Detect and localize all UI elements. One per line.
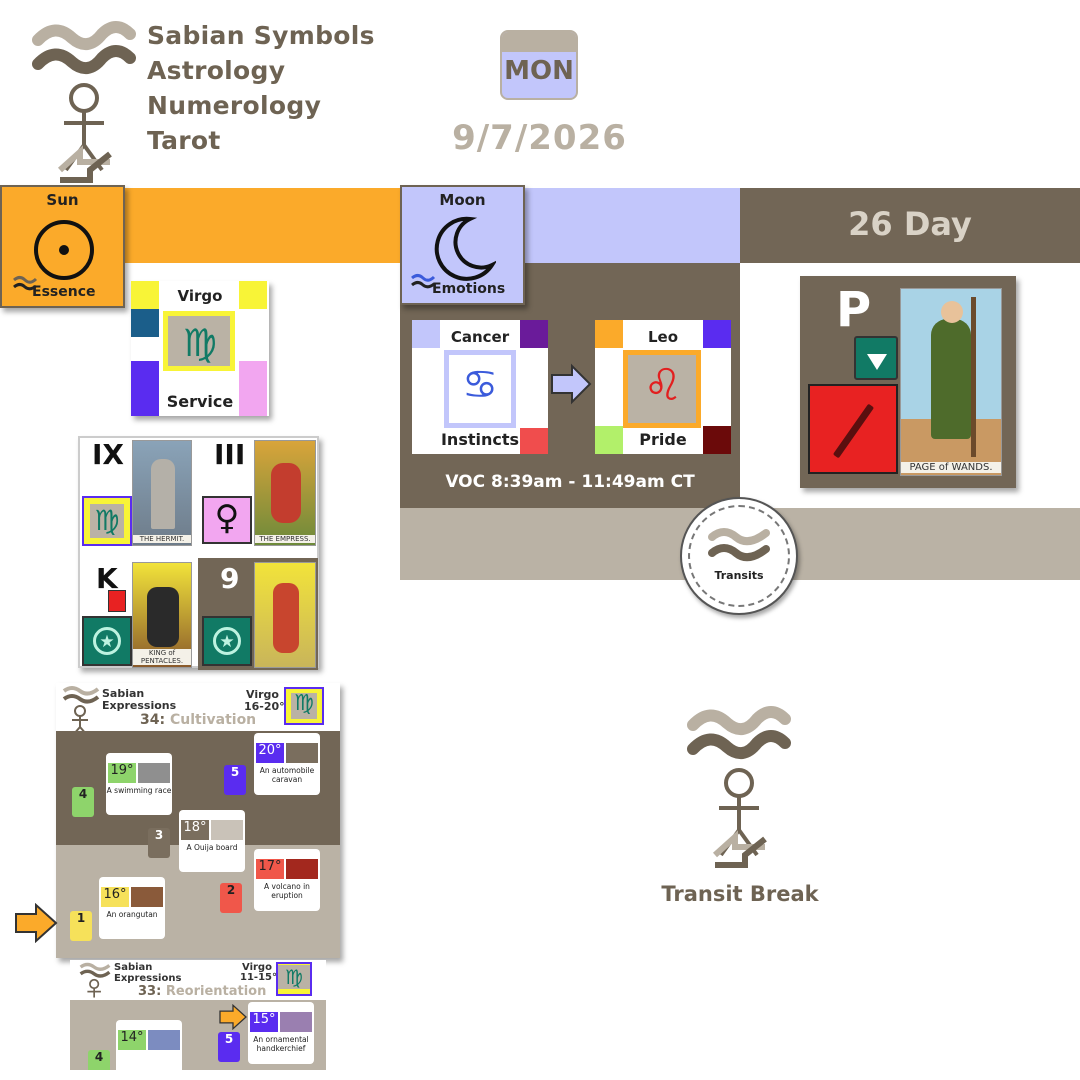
degree-card-17[interactable]: 17° A volcano in eruption	[254, 849, 320, 911]
title-numerology: Numerology	[147, 91, 322, 120]
day-number-label: 26 Day	[848, 205, 972, 243]
sabian-sign-tile-icon: ♍	[284, 687, 324, 725]
transits-wave-icon	[708, 528, 770, 562]
wand-icon	[808, 384, 898, 474]
degree-card-20[interactable]: 20° An automobile caravan	[254, 733, 320, 795]
app-logo	[32, 21, 136, 183]
tarot-numeral-3: III	[214, 438, 246, 471]
wave-icon	[13, 276, 38, 291]
voc-label: VOC 8:39am - 11:49am CT	[445, 472, 695, 492]
earth-tile-icon	[108, 590, 126, 612]
moon-from-keyword: Instincts	[440, 430, 520, 449]
sabian-sign: Virgo	[246, 688, 279, 701]
current-degree-arrow-icon	[15, 903, 58, 943]
sabian-logo-icon-2	[79, 962, 111, 998]
date-label: 9/7/2026	[452, 118, 627, 158]
moon-sign-from-card[interactable]: ♋ Cancer Instincts	[412, 320, 548, 454]
day-band	[740, 188, 1080, 263]
tarot-numeral-9: IX	[92, 438, 125, 471]
title-tarot: Tarot	[147, 126, 221, 155]
sun-icon	[34, 220, 94, 280]
transits-label: Transits	[714, 569, 764, 582]
arrow-right-icon	[551, 363, 592, 405]
sun-subtitle: Essence	[32, 284, 96, 300]
number-badge-4-b: 4	[88, 1050, 110, 1070]
sabian-logo-icon	[62, 686, 100, 736]
page-of-wands-card: PAGE of WANDS.	[900, 288, 1002, 476]
pentacle-icon: ★	[82, 616, 132, 666]
sun-sign-name: Virgo	[177, 287, 223, 305]
tarot-numeral-k: K	[96, 562, 118, 595]
tarot-numeral-nine: 9	[220, 562, 240, 595]
degree-card-19[interactable]: 19° A swimming race	[106, 753, 172, 815]
venus-tile-icon: ♀	[202, 496, 252, 544]
weekday-label: MON	[504, 56, 574, 86]
sabian-panel-2[interactable]: Sabian Expressions Virgo 11-15° ♍ 33: Re…	[70, 960, 326, 1070]
number-badge-4: 4	[72, 787, 94, 817]
moon-box[interactable]: Moon Emotions	[400, 185, 525, 305]
degree-card-18[interactable]: 18° A Ouija board	[179, 810, 245, 872]
nine-of-pentacles-card	[254, 562, 316, 668]
calendar-icon: MON	[500, 30, 578, 100]
degree-card-16[interactable]: 16° An orangutan	[99, 877, 165, 939]
sabian-heading-2: Sabian Expressions	[114, 962, 182, 984]
sabian-sign-tile-icon-2: ♍	[276, 962, 312, 996]
moon-from-sign: Cancer	[450, 328, 510, 346]
degree-card-14[interactable]: 14°	[116, 1020, 182, 1070]
empress-card: THE EMPRESS.	[254, 440, 316, 546]
sabian-range-2: 11-15°	[240, 972, 277, 983]
moon-to-keyword: Pride	[639, 430, 687, 449]
moon-icon	[434, 216, 496, 281]
number-badge-2: 2	[220, 883, 242, 913]
title-astrology: Astrology	[147, 56, 286, 85]
title-sabian: Sabian Symbols	[147, 21, 375, 50]
page-of-wands-caption: PAGE of WANDS.	[901, 462, 1001, 473]
leo-icon: ♌	[643, 360, 683, 411]
king-of-pentacles-card: KING of PENTACLES.	[132, 562, 192, 668]
moon-title: Moon	[439, 191, 486, 209]
moon-sign-to-card[interactable]: ♌ Leo Pride	[595, 320, 731, 454]
current-degree-arrow-icon-2	[219, 1004, 247, 1030]
day-letter: P	[836, 282, 872, 338]
day-card[interactable]: P PAGE of WANDS.	[800, 276, 1016, 488]
number-badge-1: 1	[70, 911, 92, 941]
transit-break-label: Transit Break	[661, 882, 819, 906]
transits-button[interactable]: Transits	[680, 497, 798, 615]
number-badge-5-b: 5	[218, 1032, 240, 1062]
moon-to-sign: Leo	[647, 328, 679, 346]
number-badge-3: 3	[148, 828, 170, 858]
number-badge-5: 5	[224, 765, 246, 795]
virgo-icon: ♍	[182, 321, 218, 365]
sabian-heading: Sabian Expressions	[102, 687, 177, 712]
sabian-range: 16-20°	[244, 700, 285, 713]
wands-element-icon	[854, 336, 898, 380]
virgo-tile-icon: ♍	[82, 496, 132, 546]
sabian-title: 34: Cultivation	[140, 712, 257, 728]
hermit-card: THE HERMIT.	[132, 440, 192, 546]
moon-subtitle: Emotions	[432, 281, 506, 297]
sabian-sign-2: Virgo	[242, 962, 272, 973]
sabian-title-2: 33: Reorientation	[138, 984, 267, 999]
sun-sign-card[interactable]: ♍ Virgo Service	[131, 281, 269, 416]
sun-title: Sun	[46, 191, 79, 209]
sabian-panel-1[interactable]: Sabian Expressions Virgo 16-20° ♍ 34: Cu…	[56, 683, 340, 958]
sun-sign-keyword: Service	[166, 392, 234, 411]
sun-box[interactable]: Sun Essence	[0, 185, 125, 308]
transit-break-icon	[687, 706, 791, 868]
tarot-panel: IX ♍ THE HERMIT. III ♀ THE EMPRESS. K ★ …	[78, 436, 319, 670]
wave-icon	[411, 274, 436, 289]
degree-card-15[interactable]: 15° An ornamental handkerchief	[248, 1002, 314, 1064]
cancer-icon: ♋	[462, 362, 498, 408]
pentacle-icon-2: ★	[202, 616, 252, 666]
